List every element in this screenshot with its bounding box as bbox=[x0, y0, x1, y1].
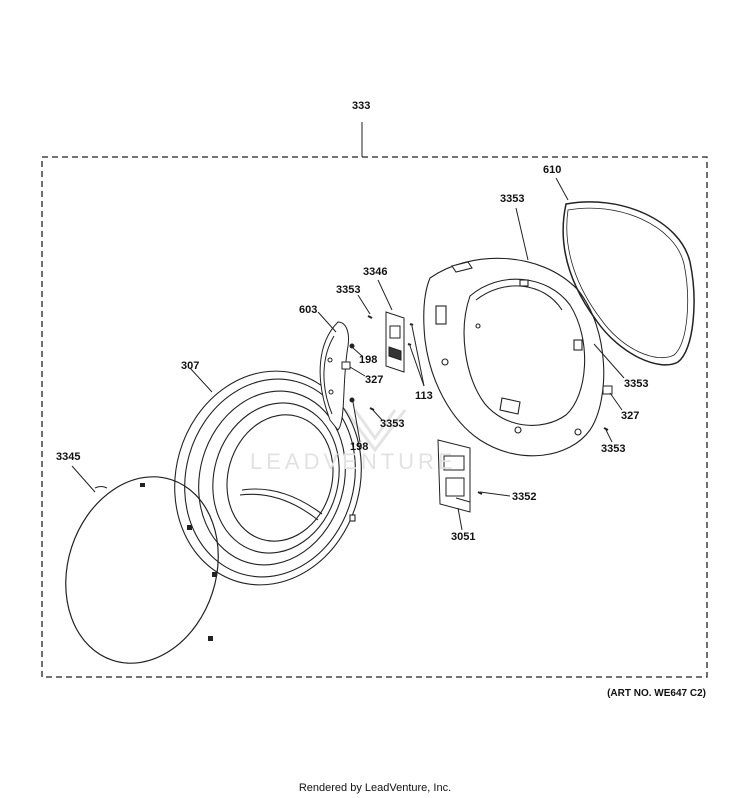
callout-3051: 3051 bbox=[451, 531, 476, 543]
leader-3352 bbox=[479, 491, 511, 497]
leader-327-b bbox=[609, 392, 623, 411]
inner-door-frame bbox=[423, 257, 605, 457]
door-gasket-610 bbox=[562, 201, 695, 366]
door-ring-307 bbox=[174, 370, 362, 586]
latch-bracket-3346 bbox=[385, 311, 405, 373]
callout-113: 113 bbox=[415, 390, 433, 402]
leadventure-logo-icon bbox=[343, 409, 407, 453]
door-handle-603 bbox=[319, 321, 349, 431]
footer-credit: Rendered by LeadVenture, Inc. bbox=[298, 782, 452, 794]
leader-3353-mid bbox=[357, 294, 371, 315]
leader-3051 bbox=[457, 507, 463, 531]
callout-198-a: 198 bbox=[359, 354, 378, 366]
assembly-boundary bbox=[41, 156, 708, 678]
callout-3353-right2: 3353 bbox=[601, 443, 626, 455]
leader-198-b bbox=[352, 401, 361, 443]
leader-327-a bbox=[349, 366, 366, 377]
callout-3346: 3346 bbox=[363, 266, 388, 278]
leader-610 bbox=[555, 177, 569, 201]
leader-3346 bbox=[377, 279, 393, 311]
door-glass-3345 bbox=[65, 476, 219, 664]
callout-307: 307 bbox=[181, 360, 200, 372]
callout-3353-mid: 3353 bbox=[336, 284, 361, 296]
callout-3345: 3345 bbox=[56, 451, 81, 463]
callout-3353-top: 3353 bbox=[500, 193, 525, 205]
leader-3353-top bbox=[515, 207, 529, 261]
leader-113-b bbox=[409, 345, 425, 387]
door-lock-3051 bbox=[437, 439, 471, 513]
callout-3352: 3352 bbox=[512, 491, 537, 503]
callout-333: 333 bbox=[352, 100, 371, 112]
callout-198-b: 198 bbox=[350, 441, 369, 453]
art-number: (ART NO. WE647 C2) bbox=[607, 688, 706, 699]
callout-603: 603 bbox=[299, 304, 318, 316]
leader-3345 bbox=[71, 465, 96, 493]
watermark-text: LEADVENTURE bbox=[250, 449, 457, 474]
leader-198-a bbox=[352, 347, 363, 357]
callout-3353-right: 3353 bbox=[624, 378, 649, 390]
leader-307 bbox=[189, 367, 213, 393]
leader-3353-low bbox=[371, 408, 383, 421]
leader-3353-right bbox=[593, 343, 625, 379]
leader-3353-right2 bbox=[605, 429, 613, 443]
leader-113-a bbox=[411, 325, 425, 387]
callout-3353-low: 3353 bbox=[380, 418, 405, 430]
leader-603 bbox=[317, 311, 337, 333]
callout-327-a: 327 bbox=[365, 374, 384, 386]
callout-610: 610 bbox=[543, 164, 562, 176]
callout-327-b: 327 bbox=[621, 410, 640, 422]
